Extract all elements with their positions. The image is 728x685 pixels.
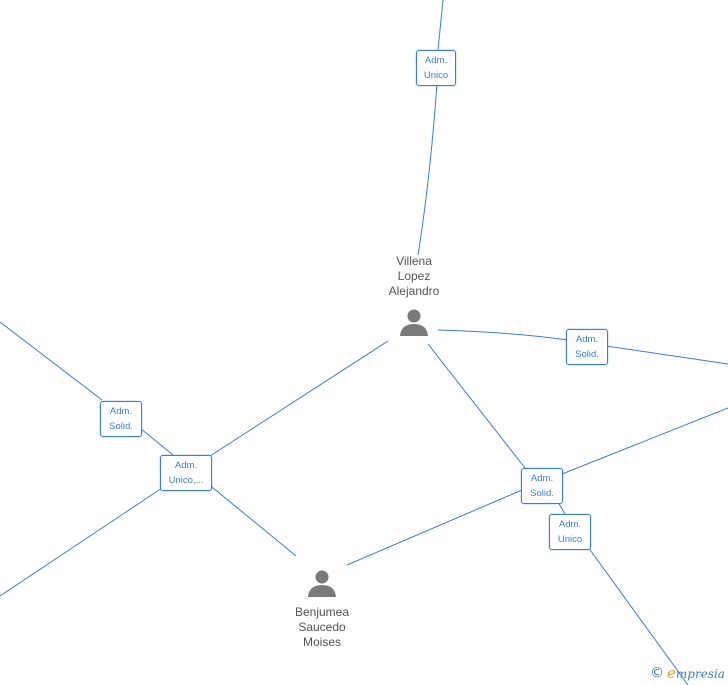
person-name: Villena Lopez Alejandro <box>374 254 454 299</box>
relation-label-adm-unico-bottom-right[interactable]: Adm. Unico <box>549 514 591 550</box>
copyright-icon: © <box>650 665 664 681</box>
relation-label-adm-solid-right[interactable]: Adm. Solid. <box>566 329 608 365</box>
edge-benjumea-to-right <box>346 407 728 566</box>
relation-label-adm-unico-top[interactable]: Adm. Unico <box>416 50 456 86</box>
relation-line: Adm. <box>424 55 448 66</box>
relation-line: Unico,... <box>168 475 204 486</box>
relation-line: Solid. <box>530 488 554 499</box>
relation-line: Adm. <box>109 406 133 417</box>
person-icon <box>400 309 428 336</box>
person-name-line: Alejandro <box>388 284 440 298</box>
edge-villena-to-bottom-right <box>427 343 689 685</box>
edge-left-to-benjumea <box>0 321 297 557</box>
brand-logo-text: mpresia <box>675 667 725 681</box>
edge-villena-to-left-bottom <box>0 340 389 597</box>
relation-line: Solid. <box>109 421 133 432</box>
relation-line: Adm. <box>558 519 582 530</box>
edge-villena-right <box>437 329 728 365</box>
relation-line: Adm. <box>174 460 198 471</box>
relation-line: Unico <box>423 70 449 81</box>
person-node-benjumea[interactable]: Benjumea Saucedo Moises <box>282 568 362 650</box>
relation-label-adm-unico-center[interactable]: Adm. Unico,... <box>160 455 212 491</box>
person-name: Benjumea Saucedo Moises <box>282 605 362 650</box>
person-node-villena[interactable]: Villena Lopez Alejandro <box>374 254 454 341</box>
relation-line: Unico <box>557 534 583 545</box>
brand-logo: empresia <box>667 664 725 682</box>
relation-line: Adm. <box>530 473 554 484</box>
brand-watermark: © empresia <box>650 664 725 682</box>
relation-label-adm-solid-bottom-right[interactable]: Adm. Solid. <box>521 468 563 504</box>
brand-logo-e: e <box>667 664 676 682</box>
person-name-line: Moises <box>302 635 341 649</box>
person-name-line: Saucedo <box>298 620 346 634</box>
person-icon <box>308 570 336 597</box>
edge-villena-top <box>417 0 444 256</box>
person-name-line: Lopez <box>397 269 431 283</box>
relation-line: Adm. <box>575 334 599 345</box>
relation-line: Solid. <box>575 349 599 360</box>
relation-label-adm-solid-left[interactable]: Adm. Solid. <box>100 401 142 437</box>
person-name-line: Villena <box>396 254 432 268</box>
person-name-line: Benjumea <box>294 605 350 619</box>
